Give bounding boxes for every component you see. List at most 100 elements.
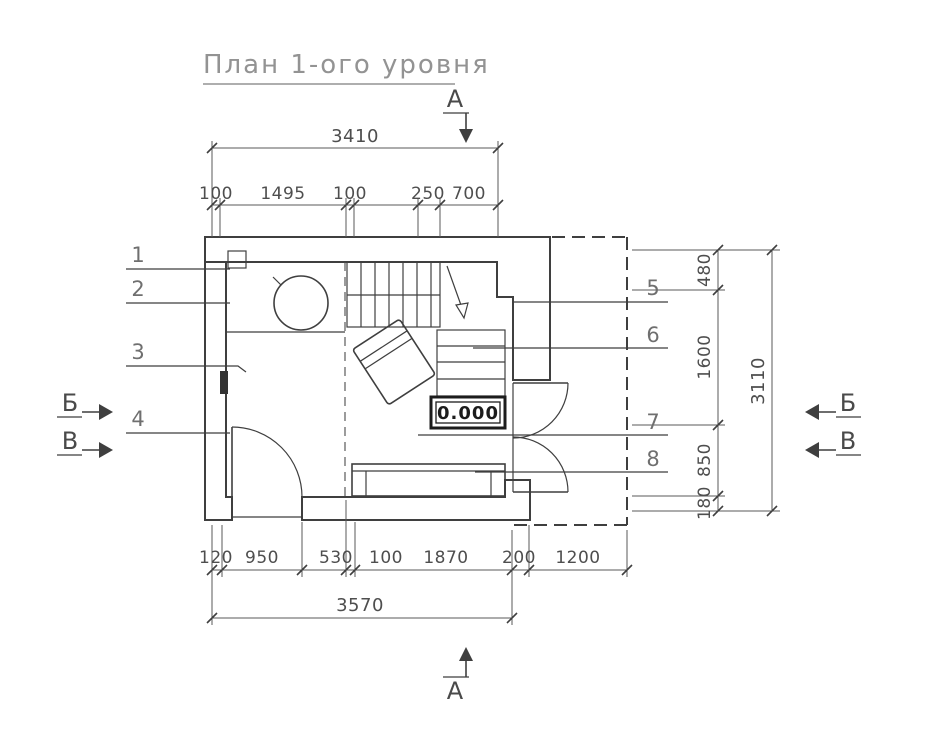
dim-value: 3110 <box>748 357 769 405</box>
dim-bottom-chain: 120 950 530 100 1870 200 1200 <box>199 500 633 577</box>
dimension-ticks <box>206 199 504 211</box>
level-mark: 0.000 <box>429 395 507 430</box>
dim-value: 120 <box>199 548 233 568</box>
stairs <box>346 261 506 397</box>
dim-value: 100 <box>199 184 233 204</box>
dim-top-chain: 100 1495 100 250 700 <box>199 184 504 237</box>
dim-value: 3410 <box>331 126 379 147</box>
extension-lines <box>632 249 780 512</box>
doors-right-double <box>512 382 569 493</box>
dim-value: 1870 <box>423 548 468 568</box>
section-letter: Б <box>840 389 856 417</box>
callout-number: 7 <box>646 410 659 434</box>
stair-direction-line <box>446 265 463 309</box>
round-table-detail <box>272 276 282 286</box>
armchair-back-line-1 <box>359 330 408 362</box>
section-arrow-right-icon <box>99 404 113 420</box>
dim-value: 200 <box>502 548 536 568</box>
wall-bottom <box>301 479 531 521</box>
section-mark-b-right: Б <box>805 389 861 420</box>
section-mark-v-right: В <box>805 427 861 458</box>
dim-value: 1200 <box>555 548 600 568</box>
radiator <box>220 371 228 394</box>
stair-treads <box>437 345 505 380</box>
callout-3: 3 <box>126 340 247 373</box>
callout-2: 2 <box>126 277 230 304</box>
drawing-title: План 1-ого уровня <box>203 50 490 85</box>
callout-1: 1 <box>126 243 230 270</box>
dim-bottom-overall: 3570 <box>206 577 518 625</box>
upper-floor-outline-dashed <box>344 236 628 526</box>
section-mark-v-left: В <box>57 427 113 458</box>
section-arrow-left-icon <box>805 404 819 420</box>
section-arrow-left-icon <box>805 442 819 458</box>
extension-lines <box>219 198 441 237</box>
dim-value: 950 <box>245 548 279 568</box>
level-mark-value: 0.000 <box>437 403 499 424</box>
dim-value: 100 <box>333 184 367 204</box>
dim-value: 3570 <box>336 595 384 616</box>
callout-number: 6 <box>646 323 659 347</box>
sofa <box>351 463 506 497</box>
dim-value: 250 <box>411 184 445 204</box>
section-letter: А <box>447 677 464 705</box>
dim-right-overall: 3110 <box>748 244 778 517</box>
dim-top-overall: 3410 <box>206 126 504 237</box>
callout-4: 4 <box>126 407 230 434</box>
dimension-ticks <box>206 142 504 154</box>
armchair-back-line-2 <box>364 337 413 370</box>
sofa-body <box>351 463 506 497</box>
callout-8: 8 <box>475 447 668 473</box>
level-mark-inner-box <box>435 401 501 424</box>
dim-value: 480 <box>695 253 715 287</box>
stair-direction-arrow-icon <box>455 302 469 320</box>
door-bottom-left <box>231 426 303 518</box>
callout-leader <box>126 365 247 373</box>
callout-number: 1 <box>131 243 144 267</box>
section-arrow-down-icon <box>459 129 473 143</box>
dimension-ticks <box>712 244 724 517</box>
callout-number: 4 <box>131 407 144 431</box>
section-mark-a-bottom: А <box>443 647 473 705</box>
dim-value: 180 <box>695 486 715 520</box>
door-swing-arc-lower <box>512 436 569 493</box>
furniture <box>220 250 506 497</box>
door-swing-arc <box>231 426 303 498</box>
section-arrow-right-icon <box>99 442 113 458</box>
callout-5: 5 <box>512 276 668 303</box>
dim-value: 100 <box>369 548 403 568</box>
dim-value: 1600 <box>695 334 715 379</box>
dimension-ticks <box>206 612 518 624</box>
section-arrow-up-icon <box>459 647 473 661</box>
wall-niche <box>227 250 247 269</box>
dimension-ticks <box>206 564 633 576</box>
stair-lower-flight <box>436 329 506 397</box>
dim-value: 850 <box>695 443 715 477</box>
dim-value: 700 <box>452 184 486 204</box>
callout-number: 3 <box>131 340 144 364</box>
callout-6: 6 <box>473 323 668 349</box>
armchair-body <box>352 319 436 405</box>
dimension-ticks <box>766 244 778 517</box>
callout-number: 5 <box>646 276 659 300</box>
extension-lines <box>211 500 628 577</box>
extension-lines <box>211 141 499 237</box>
section-letter: В <box>840 427 856 455</box>
section-letter: А <box>447 85 464 113</box>
callout-number: 8 <box>646 447 659 471</box>
section-letter: В <box>62 427 78 455</box>
section-mark-a-top: А <box>443 85 473 143</box>
armchair <box>352 319 436 405</box>
section-letter: Б <box>62 389 78 417</box>
round-table <box>273 275 329 331</box>
dim-value: 530 <box>319 548 353 568</box>
door-swing-arc-upper <box>512 382 569 439</box>
page-title: План 1-ого уровня <box>203 50 490 80</box>
dim-value: 1495 <box>260 184 305 204</box>
dim-right-chain: 480 1600 850 180 <box>632 244 780 520</box>
wall-top-right <box>204 236 551 381</box>
callout-7: 7 <box>418 410 668 436</box>
callout-number: 2 <box>131 277 144 301</box>
